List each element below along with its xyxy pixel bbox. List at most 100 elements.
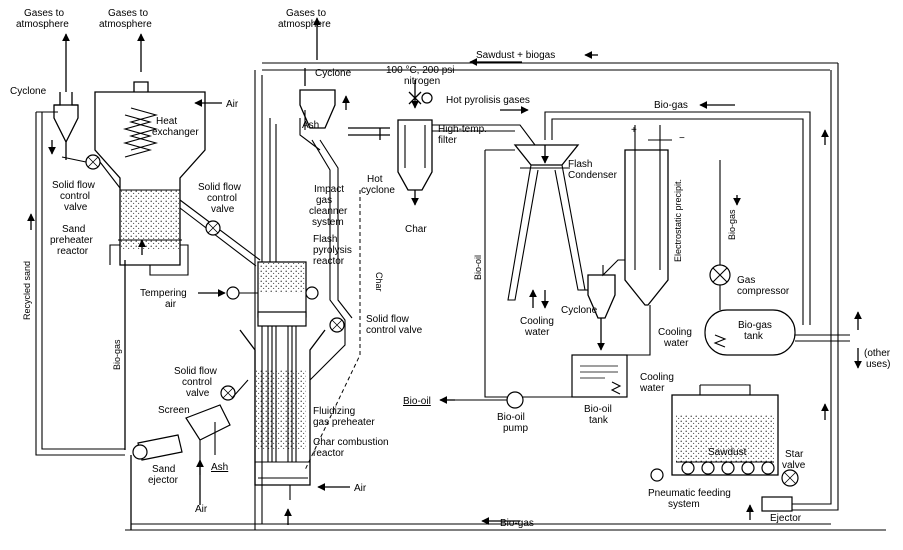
svg-text:Star: Star <box>785 449 804 460</box>
solid-flow-control-valve-2[interactable] <box>205 220 221 236</box>
label-char-out: Char <box>405 224 427 235</box>
label-screen: Screen <box>158 405 190 416</box>
pneumatic-rollers <box>681 461 775 475</box>
solid-flow-control-valve-4[interactable] <box>329 317 345 333</box>
label-gases-left: Gases to atmosphere <box>16 8 69 30</box>
impact-valve-right <box>305 286 319 300</box>
label-sawdust: Sawdust <box>708 447 747 458</box>
svg-text:water: water <box>524 327 550 338</box>
svg-text:air: air <box>165 299 177 310</box>
label-high-temp-filter: High-temp. filter <box>438 124 487 146</box>
gas-compressor <box>709 160 741 310</box>
svg-text:Sand: Sand <box>62 224 85 235</box>
svg-text:Bio-oil: Bio-oil <box>497 412 525 423</box>
svg-text:control: control <box>60 191 90 202</box>
svg-text:reactor: reactor <box>313 448 345 459</box>
svg-text:atmosphere: atmosphere <box>278 19 331 30</box>
bio-oil-return-line <box>484 150 510 398</box>
label-pneumatic: Pneumatic feeding system <box>648 488 731 510</box>
bio-gas-top-line <box>544 111 811 325</box>
label-heat-exchanger: Heat exchanger <box>152 116 199 138</box>
char-combustion-reactor <box>239 329 350 500</box>
screen <box>185 404 231 441</box>
label-flash-condenser: Flash Condenser <box>568 159 618 181</box>
svg-text:water: water <box>639 383 665 394</box>
label-solid-flow-valve-1: Solid flow control valve <box>52 180 96 213</box>
svg-text:ejector: ejector <box>148 475 179 486</box>
sawdust-hopper <box>650 384 779 482</box>
right-cyclone <box>580 259 625 351</box>
svg-text:exchanger: exchanger <box>152 127 199 138</box>
svg-text:Solid flow: Solid flow <box>52 180 96 191</box>
svg-text:tank: tank <box>744 331 764 342</box>
svg-text:valve: valve <box>186 388 210 399</box>
label-cyclone-right: Cyclone <box>561 305 598 316</box>
bio-oil-tank <box>571 305 651 398</box>
label-gases-top: Gases to atmosphere <box>278 8 331 30</box>
svg-text:Gases to: Gases to <box>24 8 64 19</box>
label-air-bottom-mid: Air <box>354 483 367 494</box>
svg-text:uses): uses) <box>866 359 890 370</box>
solid-flow-control-valve-1[interactable] <box>61 154 121 189</box>
svg-text:Char combustion: Char combustion <box>313 437 389 448</box>
svg-text:Sand: Sand <box>152 464 175 475</box>
label-hot-cyclone: Hot cyclone <box>361 174 395 196</box>
sand-preheater-reactor <box>94 81 222 266</box>
label-sawdust-biogas: Sawdust + biogas <box>476 50 555 61</box>
svg-text:Heat: Heat <box>156 116 177 127</box>
label-other-uses: (other uses) <box>864 348 891 370</box>
label-nitrogen: 100 °C, 200 psi nitrogen <box>386 65 455 87</box>
svg-text:system: system <box>312 217 344 228</box>
label-recycled-sand: Recycled sand <box>22 261 32 320</box>
svg-text:pump: pump <box>503 423 528 434</box>
svg-text:reactor: reactor <box>57 246 89 257</box>
label-tempering-air: Tempering air <box>140 288 187 310</box>
ejector <box>746 63 839 520</box>
label-char-combustion: Char combustion reactor <box>313 437 389 459</box>
label-ash-bottom: Ash <box>211 462 228 473</box>
solid-flow-control-valve-3[interactable] <box>220 385 236 401</box>
label-bio-oil-tank: Bio-oil tank <box>584 404 612 426</box>
svg-text:High-temp.: High-temp. <box>438 124 487 135</box>
star-valve[interactable] <box>781 469 799 487</box>
label-air-bottom-left: Air <box>195 504 208 515</box>
label-solid-flow-valve-3: Solid flow control valve <box>174 366 218 399</box>
svg-text:100 °C, 200 psi: 100 °C, 200 psi <box>386 65 455 76</box>
label-bio-oil-out: Bio-oil <box>403 396 431 407</box>
svg-text:gas: gas <box>316 195 332 206</box>
svg-text:Flash: Flash <box>568 159 592 170</box>
char-dashed-line <box>304 190 361 471</box>
label-solid-flow-valve-2: Solid flow control valve <box>198 182 242 215</box>
svg-text:Flash: Flash <box>313 234 337 245</box>
label-impact-gas: Impact gas cleanner system <box>309 184 348 228</box>
svg-text:valve: valve <box>64 202 88 213</box>
svg-text:(other: (other <box>864 348 891 359</box>
svg-text:valve: valve <box>782 460 806 471</box>
left-cyclone <box>53 92 79 160</box>
hot-cyclone <box>348 127 390 140</box>
label-sand-preheater: Sand preheater reactor <box>50 224 93 257</box>
label-electrostatic: Electrostatic precipit. <box>673 179 683 262</box>
svg-text:Pneumatic feeding: Pneumatic feeding <box>648 488 731 499</box>
label-ejector: Ejector <box>770 513 802 524</box>
svg-text:Impact: Impact <box>314 184 344 195</box>
label-bio-gas-bottom: Bio-gas <box>500 518 534 529</box>
svg-text:cyclone: cyclone <box>361 185 395 196</box>
svg-text:control: control <box>207 193 237 204</box>
mid-cyclone <box>299 17 336 129</box>
label-solid-flow-valve-4: Solid flow control valve <box>366 314 423 336</box>
label-plus: + <box>631 125 637 136</box>
svg-text:reactor: reactor <box>313 256 345 267</box>
label-cooling-water-2: Cooling water <box>658 327 692 349</box>
svg-text:filter: filter <box>438 135 458 146</box>
svg-text:Tempering: Tempering <box>140 288 187 299</box>
svg-text:Condenser: Condenser <box>568 170 618 181</box>
svg-text:Bio-gas: Bio-gas <box>738 320 772 331</box>
label-air-top: Air <box>226 99 239 110</box>
high-temp-filter <box>397 80 433 206</box>
svg-text:preheater: preheater <box>50 235 93 246</box>
svg-text:control: control <box>182 377 212 388</box>
svg-text:Cooling: Cooling <box>520 316 554 327</box>
svg-text:Solid flow: Solid flow <box>366 314 410 325</box>
label-bio-gas-right: Bio-gas <box>727 209 737 240</box>
